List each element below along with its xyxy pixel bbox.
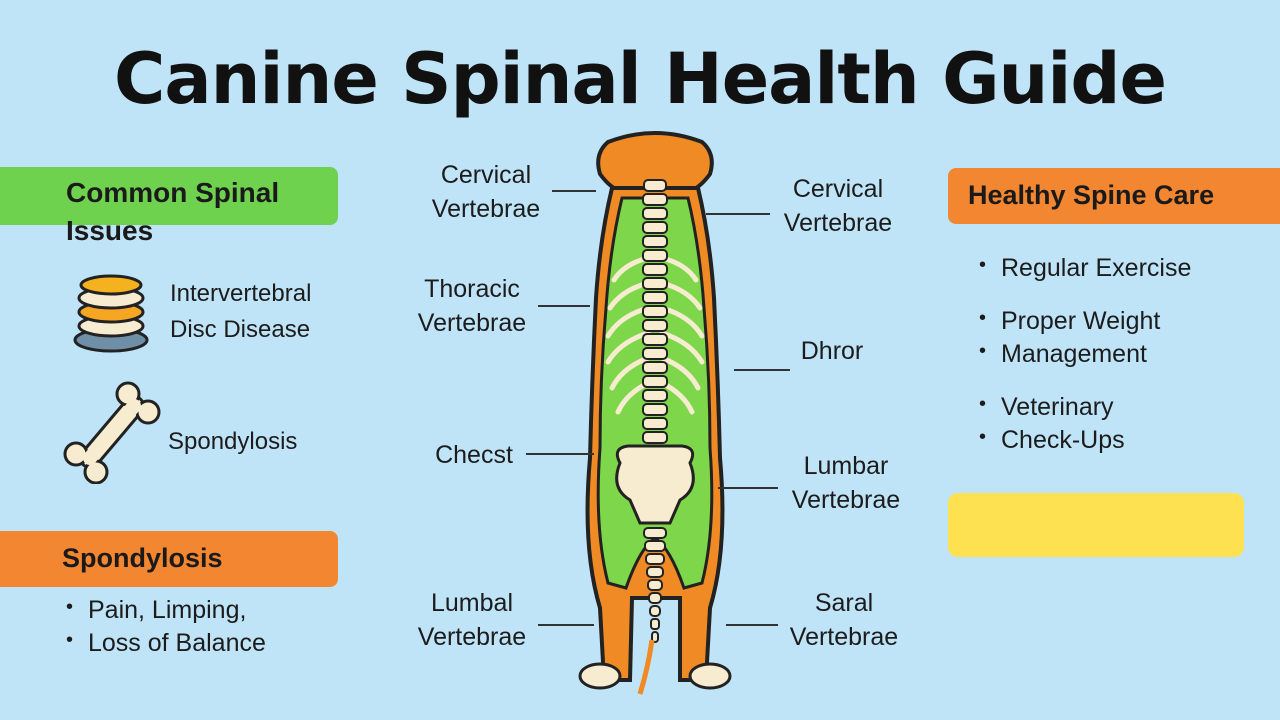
spine-care-header: Healthy Spine Care (968, 180, 1215, 210)
care-list: Regular Exercise Proper Weight Managemen… (975, 254, 1191, 455)
symptoms-list: Pain, Limping, Loss of Balance (62, 596, 266, 658)
care-item: Regular Exercise (975, 254, 1191, 283)
spine-care-banner: Healthy Spine Care (948, 168, 1280, 224)
right-paw (688, 662, 732, 690)
pelvis (615, 444, 695, 525)
label-saral-right: Saral Vertebrae (789, 589, 899, 651)
symptom-item: Loss of Balance (62, 629, 266, 658)
spine-vertebrae (642, 179, 668, 643)
left-paw (578, 662, 622, 690)
leader-saral-right (726, 624, 778, 626)
dog-spine-diagram (578, 131, 732, 695)
label-cervical-left: Cervical Vertebrae (431, 161, 541, 223)
care-item: Management (975, 340, 1191, 369)
issue-ivdd-label: Intervertebral Disc Disease (170, 280, 312, 343)
leader-lumbal-left (538, 624, 594, 626)
spondylosis-banner: Spondylosis (0, 531, 338, 587)
care-item: Check-Ups (975, 426, 1191, 455)
care-item: Proper Weight (975, 307, 1191, 336)
disc-stack-icon (73, 274, 149, 353)
tail (637, 639, 655, 695)
issue-spondylosis-label: Spondylosis (168, 428, 298, 455)
symptom-item: Pain, Limping, (62, 596, 266, 625)
leader-cervical-left (552, 190, 596, 192)
common-issues-header: Common Spinal Issues (66, 177, 280, 246)
leader-thoracic-left (538, 305, 590, 307)
label-cervical-right: Cervical Vertebrae (783, 175, 893, 237)
label-lumbal-left: Lumbal Vertebrae (417, 589, 527, 651)
leader-dhror-right (734, 369, 790, 371)
label-chest-left: Checst (435, 441, 513, 469)
yellow-note-box (948, 493, 1244, 557)
label-thoracic-left: Thoracic Vertebrae (417, 275, 527, 337)
leader-chest-left (526, 453, 594, 455)
dog-head (596, 131, 714, 194)
spondylosis-header: Spondylosis (62, 543, 223, 573)
bone-icon (63, 381, 161, 484)
label-dhror-right: Dhror (800, 337, 864, 365)
page-title: Canine Spinal Health Guide (114, 38, 1167, 120)
label-lumbar-right: Lumbar Vertebrae (791, 452, 901, 514)
care-item: Veterinary (975, 393, 1191, 422)
common-issues-banner (0, 167, 338, 225)
leader-cervical-right (706, 213, 770, 215)
leader-lumbar-right (718, 487, 778, 489)
